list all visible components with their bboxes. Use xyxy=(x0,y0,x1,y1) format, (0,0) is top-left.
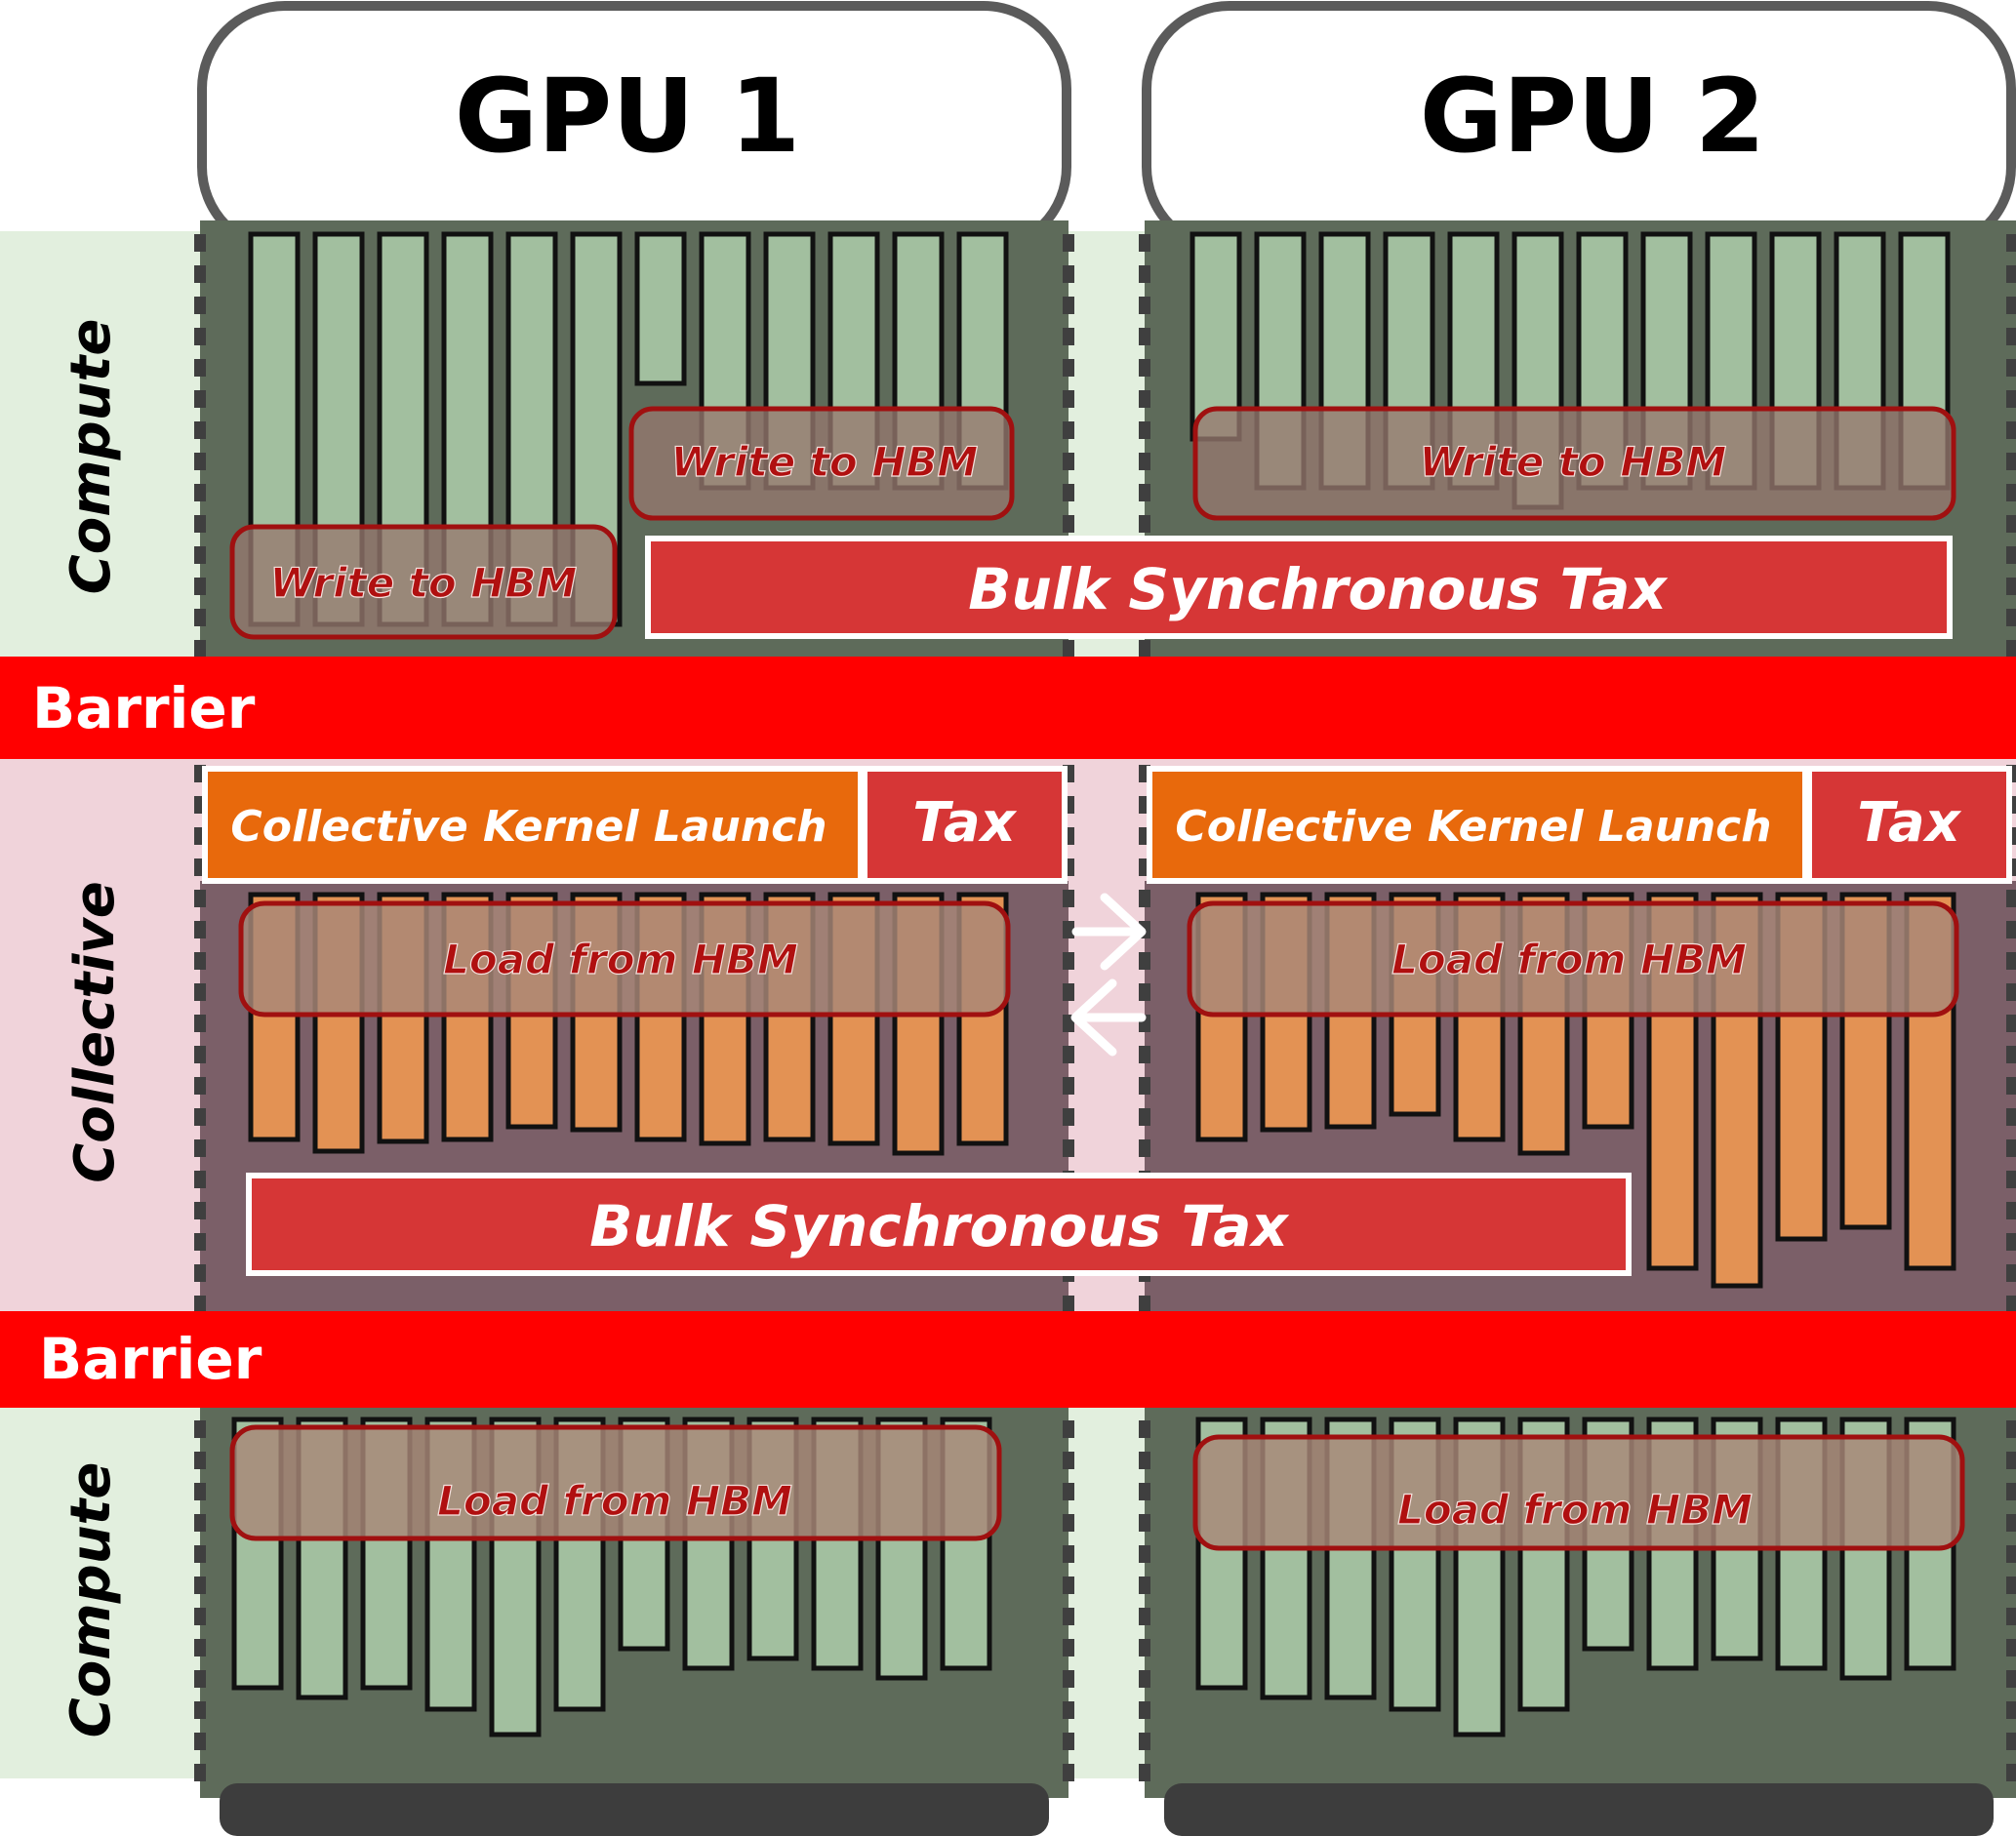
barrier-label: Barrier xyxy=(32,675,256,741)
gpu2-title: GPU 2 xyxy=(1420,57,1766,176)
phase-label-compute-top: Compute xyxy=(60,319,123,595)
gpu2-write-hbm: Write to HBM xyxy=(1192,406,1956,521)
write-to-hbm-label: Write to HBM xyxy=(270,559,578,607)
load-from-hbm-label: Load from HBM xyxy=(1391,936,1747,983)
gpu2-kernel-launch-row: Collective Kernel Launch Tax xyxy=(1147,766,2012,884)
collective-kernel-launch-label: Collective Kernel Launch xyxy=(230,802,827,852)
bulk-sync-tax-collective: Bulk Synchronous Tax xyxy=(246,1173,1632,1276)
load-from-hbm-label: Load from HBM xyxy=(437,1477,792,1525)
gpu2-load-hbm-compute: Load from HBM xyxy=(1192,1434,1965,1551)
gpu1-kernel-launch-row: Collective Kernel Launch Tax xyxy=(202,766,1068,884)
gpu1-title: GPU 1 xyxy=(455,57,801,176)
exchange-arrows-icon xyxy=(1070,893,1147,1057)
gpu1-base xyxy=(220,1783,1049,1836)
barrier-label: Barrier xyxy=(39,1326,262,1392)
compute-bar xyxy=(1189,231,1242,442)
phase-label-collective: Collective xyxy=(63,881,127,1183)
load-from-hbm-label: Load from HBM xyxy=(443,936,798,983)
compute-bar xyxy=(634,231,687,386)
bulk-sync-tax-label: Bulk Synchronous Tax xyxy=(589,1193,1289,1259)
barrier-1: Barrier xyxy=(0,657,2016,759)
gpu1-load-hbm-compute: Load from HBM xyxy=(229,1424,1002,1541)
tax-label: Tax xyxy=(1857,791,1961,855)
phase-label-compute-bottom: Compute xyxy=(60,1462,123,1738)
write-to-hbm-label: Write to HBM xyxy=(671,438,979,486)
gpu1-write-hbm-left: Write to HBM xyxy=(229,524,618,640)
barrier-2: Barrier xyxy=(0,1311,2016,1408)
gpu1-write-hbm-right: Write to HBM xyxy=(628,406,1015,521)
gpu2-load-hbm-collective: Load from HBM xyxy=(1187,900,1959,1018)
tax-label: Tax xyxy=(912,791,1017,855)
gpu2-base xyxy=(1164,1783,1994,1836)
write-to-hbm-label: Write to HBM xyxy=(1420,438,1727,486)
collective-kernel-launch-label: Collective Kernel Launch xyxy=(1175,802,1771,852)
gpu1-load-hbm-collective: Load from HBM xyxy=(238,900,1011,1018)
load-from-hbm-label: Load from HBM xyxy=(1397,1486,1753,1534)
bulk-sync-tax-top: Bulk Synchronous Tax xyxy=(645,536,1953,639)
bulk-sync-tax-label: Bulk Synchronous Tax xyxy=(968,556,1668,622)
